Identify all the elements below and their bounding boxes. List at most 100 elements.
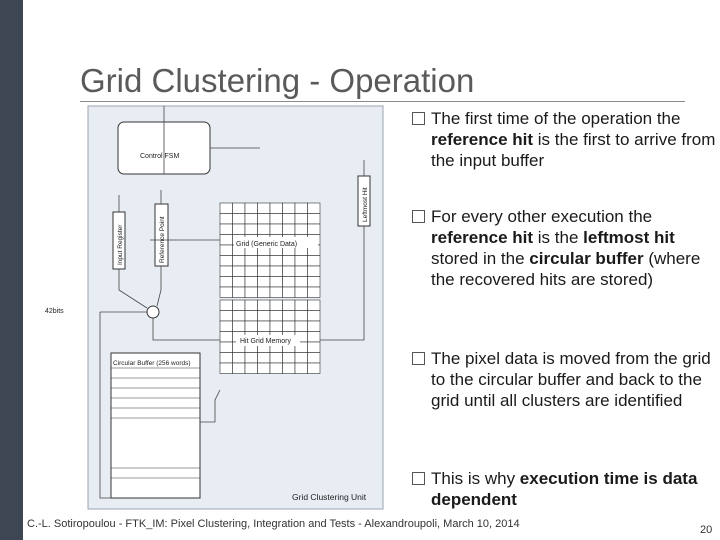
grid-cell (307, 310, 321, 322)
grid-cell (269, 202, 283, 214)
grid-cell (282, 265, 296, 277)
grid-cell (232, 362, 246, 374)
grid-cell (244, 265, 258, 277)
grid-generic-data-label: Grid (Generic Data) (236, 241, 297, 248)
grid-cell (307, 202, 321, 214)
grid-cell (257, 202, 271, 214)
grid-cell (282, 255, 296, 267)
grid-generic-data (219, 202, 321, 298)
grid-cell (219, 234, 233, 246)
circular-buffer-box (110, 352, 201, 499)
grid-cell (307, 362, 321, 374)
grid-cell (294, 286, 308, 298)
grid-cell (269, 352, 283, 364)
grid-clustering-unit-label: Grid Clustering Unit (292, 492, 367, 502)
bullet-text: For every other execution the reference … (431, 207, 701, 289)
grid-cell (307, 320, 321, 332)
grid-cell (269, 223, 283, 235)
grid-cell (269, 362, 283, 374)
left-accent-bar (0, 0, 23, 540)
grid-cell (269, 320, 283, 332)
grid-cell (219, 341, 233, 353)
grid-cell (232, 286, 246, 298)
grid-cell (232, 202, 246, 214)
grid-cell (282, 299, 296, 311)
grid-cell (282, 310, 296, 322)
grid-cell (219, 244, 233, 256)
page-number: 20 (700, 524, 713, 536)
grid-cell (294, 362, 308, 374)
grid-cell (219, 265, 233, 277)
circular-buffer-label: Circular Buffer (256 words) (113, 360, 191, 367)
grid-cell (257, 352, 271, 364)
grid-cell (307, 286, 321, 298)
grid-cell (269, 213, 283, 225)
grid-cell (307, 331, 321, 343)
grid-cell (282, 352, 296, 364)
grid-cell (219, 299, 233, 311)
bullet-checkbox-icon (412, 352, 425, 365)
grid-cell (232, 276, 246, 288)
grid-cell (307, 255, 321, 267)
grid-cell (219, 286, 233, 298)
grid-cell (244, 310, 258, 322)
bullet-checkbox-icon (412, 210, 425, 223)
grid-cell (219, 202, 233, 214)
grid-cell (282, 362, 296, 374)
grid-cell (219, 362, 233, 374)
grid-cell (294, 310, 308, 322)
bullet-checkbox-icon (412, 112, 425, 125)
grid-cell (269, 276, 283, 288)
hit-grid-memory-label-bg (236, 335, 300, 346)
reference-point-label: Reference Point (159, 216, 166, 263)
mux-circle (146, 305, 160, 319)
grid-cell (244, 213, 258, 225)
grid-cell (232, 213, 246, 225)
reference-point-box (154, 203, 169, 267)
grid-cell (294, 223, 308, 235)
grid-cell (257, 223, 271, 235)
grid-cell (269, 299, 283, 311)
grid-clustering-diagram: Control FSM Input Register Reference Poi… (45, 105, 384, 510)
grid-cell (219, 310, 233, 322)
grid-cell (282, 202, 296, 214)
grid-cell (244, 286, 258, 298)
bullet-text: The first time of the operation the refe… (431, 109, 716, 170)
grid-cell (307, 276, 321, 288)
grid-cell (307, 265, 321, 277)
grid-cell (232, 299, 246, 311)
grid-cell (269, 255, 283, 267)
input-register-label: Input Register (117, 224, 124, 265)
leftmost-hit-label: Leftmost Hit (362, 187, 369, 222)
grid-cell (294, 202, 308, 214)
connection-lines (99, 106, 365, 499)
grid-cell (307, 213, 321, 225)
grid-cell (244, 202, 258, 214)
grid-cell (294, 265, 308, 277)
grid-cell (244, 362, 258, 374)
slide-title: Grid Clustering - Operation (80, 62, 475, 99)
title-underline (80, 101, 685, 102)
grid-cell (294, 213, 308, 225)
grid-cell (219, 352, 233, 364)
grid-cell (282, 286, 296, 298)
grid-cell (307, 352, 321, 364)
grid-cell (282, 213, 296, 225)
grid-cell (307, 223, 321, 235)
grid-cell (307, 299, 321, 311)
grid-cell (219, 331, 233, 343)
grid-cell (269, 265, 283, 277)
grid-cell (257, 310, 271, 322)
grid-cell (294, 320, 308, 332)
grid-cell (244, 320, 258, 332)
grid-cell (257, 286, 271, 298)
grid-cell (232, 352, 246, 364)
grid-cell (219, 320, 233, 332)
bullet-checkbox-icon (412, 472, 425, 485)
grid-cell (257, 213, 271, 225)
grid-cell (244, 223, 258, 235)
grid-cell (257, 320, 271, 332)
grid-cell (257, 299, 271, 311)
footer-text: C.-L. Sotiropoulou - FTK_IM: Pixel Clust… (27, 518, 520, 530)
circular-buffer-rows (111, 367, 200, 479)
